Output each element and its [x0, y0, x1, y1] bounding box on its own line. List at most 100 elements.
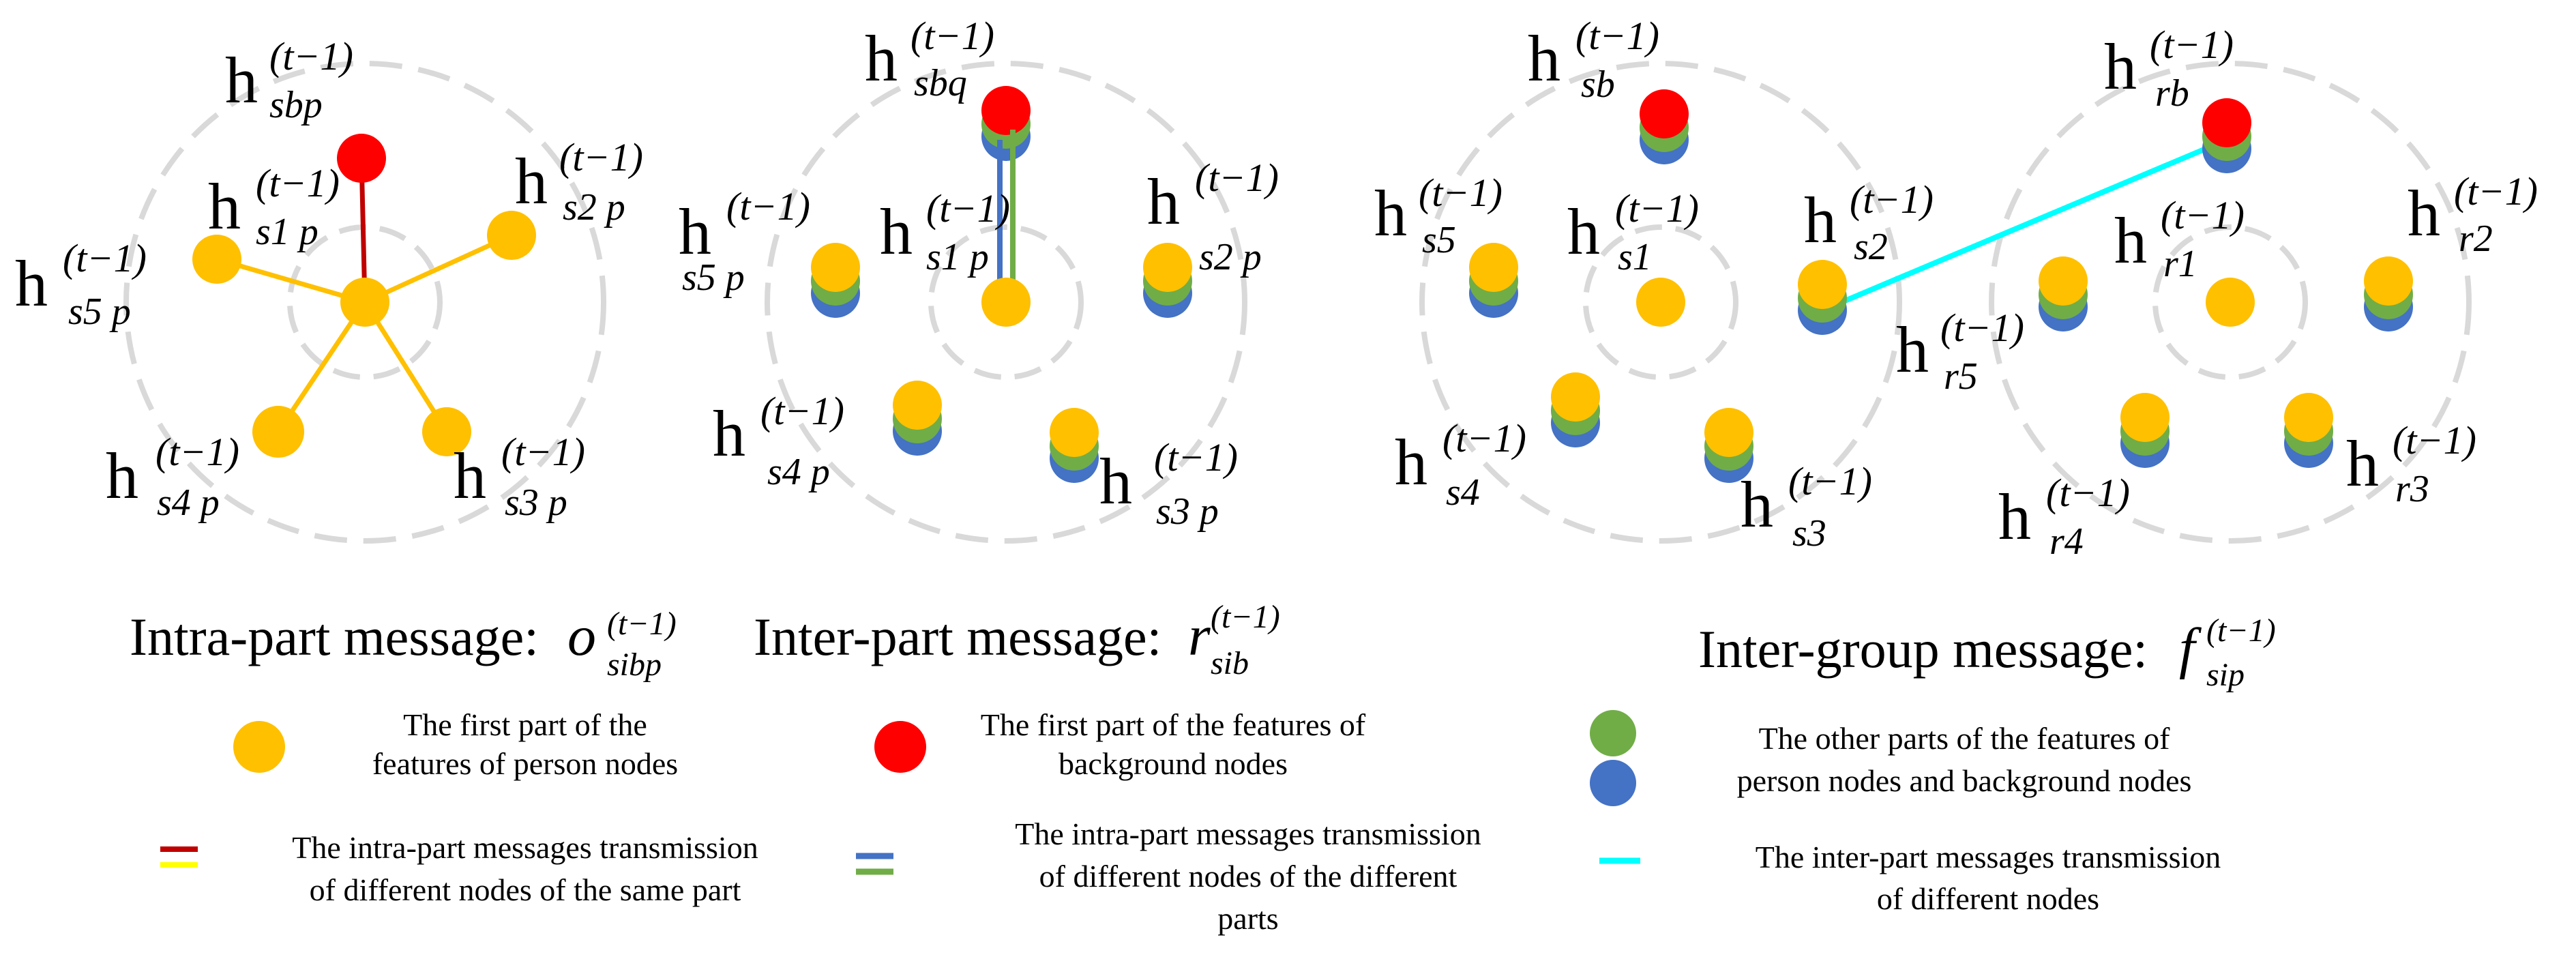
svg-text:h: h — [454, 439, 486, 512]
svg-text:sibp: sibp — [607, 647, 662, 683]
node-stack-s2 — [1798, 260, 1847, 335]
intra-edge-s3 — [363, 301, 449, 433]
legend-person-first-line2: features of person nodes — [372, 746, 678, 781]
node-stack-s5 — [1469, 243, 1518, 318]
svg-text:h: h — [2114, 204, 2147, 277]
svg-text:(t−1): (t−1) — [726, 184, 810, 228]
svg-text:(t−1): (t−1) — [559, 135, 643, 179]
outer-ring — [123, 61, 606, 544]
title-inter-part: Inter-part message: r (t−1) sib — [754, 599, 1280, 681]
node-s5p — [192, 235, 241, 284]
node-stack-s3p — [1050, 408, 1099, 483]
legend-person-first-line1: The first part of the — [403, 707, 647, 742]
label-h-s2p: h (t−1) s2 p — [515, 135, 643, 228]
legend-inter-group-line1: The inter-part messages transmission — [1756, 840, 2221, 874]
inner-ring-r — [2152, 224, 2308, 380]
node-stack-r2 — [2364, 256, 2413, 331]
svg-text:h: h — [1567, 195, 1600, 268]
svg-text:s1 p: s1 p — [926, 236, 989, 278]
svg-text:s3: s3 — [1792, 512, 1826, 555]
title-intra-part: Intra-part message: o (t−1) sibp — [130, 604, 677, 683]
svg-text:(t−1): (t−1) — [63, 236, 147, 280]
svg-text:(t−1): (t−1) — [1211, 599, 1280, 635]
svg-text:s2: s2 — [1854, 226, 1888, 268]
svg-text:h: h — [2104, 30, 2137, 103]
legend-swatch-person-first — [233, 721, 285, 773]
svg-text:h: h — [1528, 22, 1560, 95]
title-inter-group: Inter-group message: f (t−1) sip — [1698, 613, 2276, 693]
svg-text:s5 p: s5 p — [68, 291, 131, 333]
label-h-sbp: h (t−1) sbp — [225, 34, 353, 126]
svg-text:r2: r2 — [2459, 218, 2493, 260]
legend-other-parts-line1: The other parts of the features of — [1759, 721, 2171, 756]
svg-text:s4 p: s4 p — [157, 482, 220, 524]
label-h-s1p: h (t−1) s1 p — [880, 186, 1010, 278]
node-s1p — [981, 278, 1031, 327]
node-stack-s3 — [1704, 408, 1753, 483]
node-s1p — [340, 278, 389, 327]
svg-text:s3 p: s3 p — [1156, 490, 1219, 533]
panel-intra-part: h (t−1) sbp h (t−1) s1 p h (t−1) s2 p h … — [15, 34, 677, 683]
legend-swatch-other-blue — [1590, 760, 1636, 806]
svg-text:(t−1): (t−1) — [926, 186, 1010, 231]
label-h-r2: h (t−1) r2 — [2408, 169, 2538, 260]
svg-text:h: h — [865, 22, 898, 95]
svg-text:h: h — [2346, 427, 2379, 500]
outer-ring — [765, 61, 1247, 544]
node-stack-rb — [2202, 98, 2251, 173]
svg-text:sbp: sbp — [269, 84, 323, 126]
svg-text:(t−1): (t−1) — [2150, 23, 2234, 67]
svg-text:h: h — [1804, 183, 1837, 256]
svg-text:r4: r4 — [2049, 520, 2084, 563]
inter-group-edge — [1821, 137, 2228, 313]
svg-text:h: h — [1998, 480, 2031, 553]
svg-text:h: h — [1395, 426, 1427, 499]
legend-background-first-line1: The first part of the features of — [981, 707, 1366, 742]
svg-text:f: f — [2179, 617, 2202, 680]
svg-text:(t−1): (t−1) — [1575, 14, 1659, 58]
svg-text:(t−1): (t−1) — [2046, 471, 2130, 515]
label-h-r3: h (t−1) r3 — [2346, 418, 2476, 510]
node-stack-r5 — [2039, 256, 2088, 331]
node-stack-s4 — [1551, 372, 1600, 447]
label-h-r4: h (t−1) r4 — [1998, 471, 2130, 563]
label-h-s4: h (t−1) s4 — [1395, 416, 1526, 514]
legend-inter-group-line2: of different nodes — [1877, 881, 2099, 916]
svg-text:(t−1): (t−1) — [1442, 416, 1526, 460]
legend-other-parts-line2: person nodes and background nodes — [1737, 763, 2192, 798]
node-background-first — [337, 134, 386, 183]
node-s3p — [422, 407, 471, 456]
svg-text:s1 p: s1 p — [256, 211, 319, 253]
legend-intra-line2: of different nodes of the same part — [310, 872, 741, 907]
svg-text:(t−1): (t−1) — [607, 606, 677, 642]
intra-edge-s4 — [276, 301, 367, 433]
node-stack-s4p — [893, 381, 942, 456]
svg-text:sip: sip — [2206, 657, 2245, 693]
svg-text:(t−1): (t−1) — [2454, 169, 2538, 213]
intra-edge-s2 — [364, 233, 513, 305]
svg-text:(t−1): (t−1) — [501, 430, 585, 474]
label-h-r1: h (t−1) r1 — [2114, 193, 2245, 285]
svg-text:rb: rb — [2155, 72, 2189, 115]
svg-text:h: h — [1741, 468, 1773, 541]
legend-background-first-line2: background nodes — [1058, 746, 1288, 781]
svg-text:(t−1): (t−1) — [156, 430, 239, 474]
svg-text:s4: s4 — [1446, 471, 1480, 514]
svg-text:sib: sib — [1211, 645, 1249, 681]
svg-text:h: h — [515, 145, 548, 218]
svg-text:(t−1): (t−1) — [269, 34, 353, 78]
node-s1 — [1636, 278, 1685, 327]
svg-text:(t−1): (t−1) — [2161, 193, 2245, 237]
svg-text:s4 p: s4 p — [767, 451, 830, 493]
svg-text:h: h — [1896, 313, 1929, 386]
label-h-rb: h (t−1) rb — [2104, 23, 2234, 115]
svg-text:Inter-part message:: Inter-part message: — [754, 607, 1161, 666]
svg-text:(t−1): (t−1) — [1154, 435, 1238, 480]
label-h-r5: h (t−1) r5 — [1896, 306, 2024, 398]
node-s4p — [252, 406, 304, 458]
label-h-s5p: h (t−1) s5 p — [679, 184, 810, 299]
label-h-s2p: h (t−1) s2 p — [1147, 156, 1279, 278]
svg-text:(t−1): (t−1) — [1419, 171, 1502, 215]
label-h-s5p: h (t−1) s5 p — [15, 236, 147, 333]
